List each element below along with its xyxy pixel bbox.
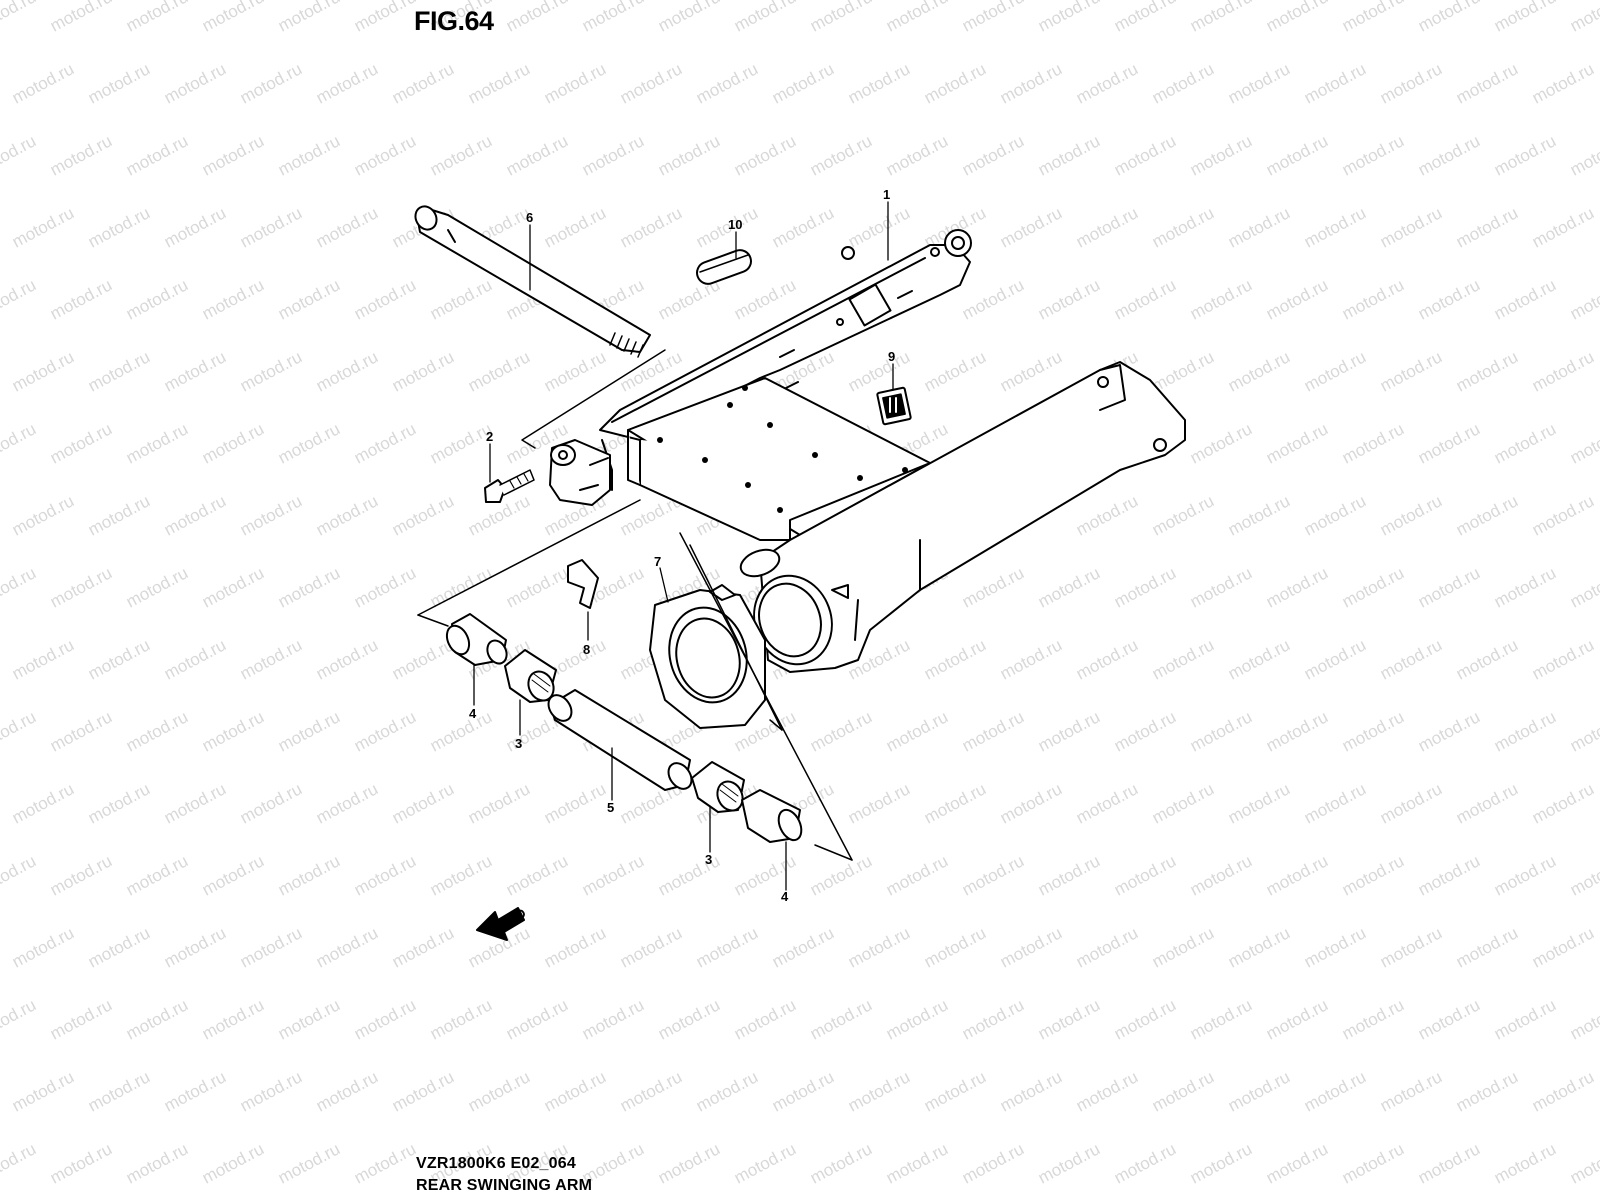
cap-part-10 <box>696 249 752 285</box>
clip-part-8 <box>567 559 599 609</box>
callout-8: 8 <box>583 642 590 657</box>
bearing-part-3-left <box>504 649 557 703</box>
callout-9: 9 <box>888 349 895 364</box>
callout-1: 1 <box>883 187 890 202</box>
pivot-shaft-part-6 <box>414 205 651 358</box>
bearing-part-3-right <box>691 761 745 813</box>
collar-part-4-left <box>445 613 508 666</box>
cover-part-7 <box>649 584 766 729</box>
swingarm-part-1 <box>599 229 1186 673</box>
collar-part-4-right <box>741 789 803 843</box>
callout-labels: 1 2 3 3 4 4 5 6 7 8 9 10 <box>469 187 895 904</box>
fwd-arrow-icon <box>476 907 525 941</box>
bolt-part-2 <box>484 469 535 503</box>
fwd-label: FWD <box>496 905 529 933</box>
callout-10: 10 <box>728 217 742 232</box>
callout-6: 6 <box>526 210 533 225</box>
callout-5: 5 <box>607 800 614 815</box>
diagram-code: VZR1800K6 E02_064 <box>416 1155 576 1172</box>
assembly-guide-lines <box>417 349 853 861</box>
callout-4b: 4 <box>781 889 789 904</box>
callout-2: 2 <box>486 429 493 444</box>
spacer-part-5 <box>547 689 693 791</box>
callout-leaders <box>473 201 894 891</box>
figure-title: FIG.64 <box>414 6 494 36</box>
callout-4a: 4 <box>469 706 477 721</box>
diagram-name: REAR SWINGING ARM <box>416 1177 593 1194</box>
callout-7: 7 <box>654 554 661 569</box>
pivot-boss <box>549 439 611 506</box>
label-part-9 <box>876 386 912 426</box>
callout-3b: 3 <box>705 852 712 867</box>
callout-3a: 3 <box>515 736 522 751</box>
